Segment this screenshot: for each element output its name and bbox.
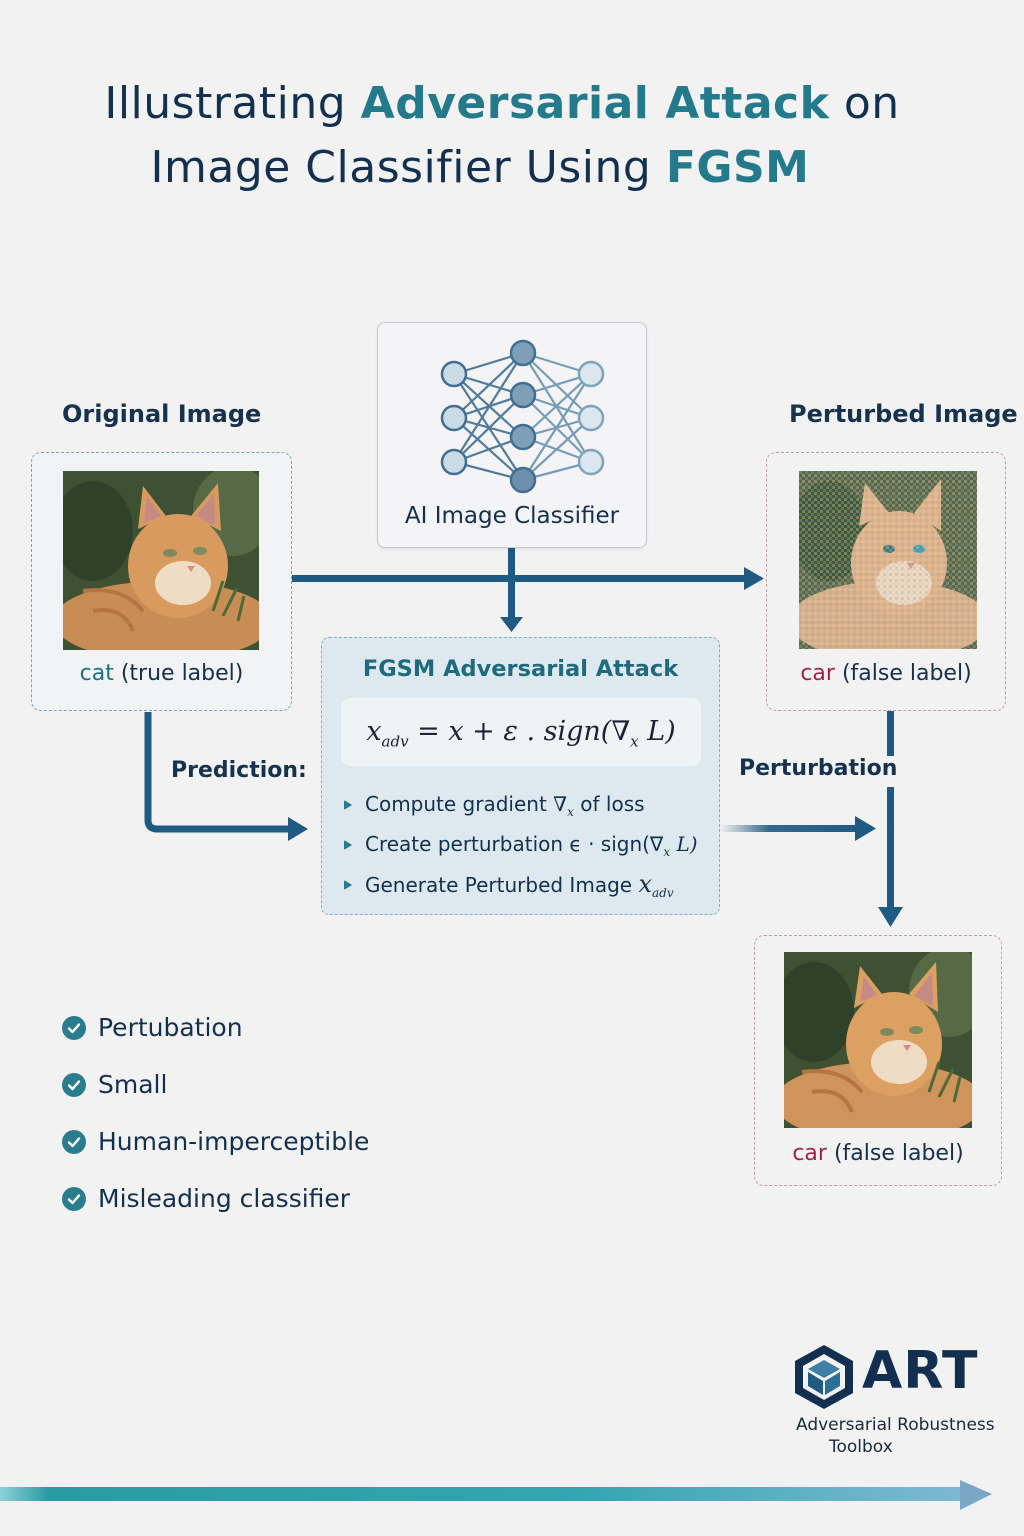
logo-subtitle: Toolbox xyxy=(829,1437,893,1457)
fgsm-steps-list: Compute gradient ∇x of loss Create pertu… xyxy=(342,788,698,908)
perturbed-image-panel: car (false label) xyxy=(766,452,1006,711)
checklist-text: Pertubation xyxy=(98,1013,243,1042)
arrow-perturbation xyxy=(720,816,876,841)
original-cat-image xyxy=(63,471,259,650)
formula-lhs-sub: adv xyxy=(381,732,409,751)
step-text: Generate Perturbed Image xyxy=(365,873,639,897)
step-tail: of loss xyxy=(573,792,645,816)
hexagon-cube-icon xyxy=(795,1345,853,1409)
checklist-text: Human-imperceptible xyxy=(98,1127,370,1156)
arrow-perturbed-to-result xyxy=(878,710,903,927)
fgsm-formula: xadv = x + ε . sign(∇x L) xyxy=(341,698,701,766)
neural-network-icon xyxy=(440,339,605,494)
fgsm-attack-box: FGSM Adversarial Attack xadv = x + ε . s… xyxy=(321,637,720,915)
result-label: car (false label) xyxy=(755,1141,1001,1166)
perturbed-cat-image xyxy=(799,471,977,649)
step-math: ∇ xyxy=(553,792,568,816)
false-class: car xyxy=(792,1141,827,1166)
label-suffix: (true label) xyxy=(113,661,244,686)
logo-name: ART xyxy=(862,1341,979,1401)
result-image-panel: car (false label) xyxy=(754,935,1002,1186)
title-text: on xyxy=(829,78,900,129)
perturbed-image-heading: Perturbed Image xyxy=(789,400,1018,428)
arrow-original-to-perturbed xyxy=(270,567,764,590)
prediction-label: Prediction: xyxy=(171,758,307,783)
formula-rhs-end: L) xyxy=(638,716,676,747)
title-text: Image Classifier Using xyxy=(150,142,666,193)
arrow-classifier-to-fgsm xyxy=(500,546,523,632)
fgsm-step: Generate Perturbed Image xadv xyxy=(342,868,698,908)
logo-subtitle: Adversarial Robustness xyxy=(796,1415,995,1435)
title-text: Illustrating xyxy=(104,78,361,129)
formula-rhs: = x + ε . sign(∇ xyxy=(408,716,631,747)
bullet-icon xyxy=(344,800,352,810)
title-highlight: FGSM xyxy=(665,142,810,193)
step-sub: x xyxy=(567,805,574,819)
result-cat-image xyxy=(784,952,972,1128)
step-text: Create perturbation xyxy=(365,832,570,856)
fgsm-title: FGSM Adversarial Attack xyxy=(362,656,679,682)
original-label: cat (true label) xyxy=(32,661,291,686)
original-image-heading: Original Image xyxy=(62,400,262,428)
fgsm-step: Create perturbation ϵ · sign(∇x L) xyxy=(342,828,698,868)
ai-classifier-box: AI Image Classifier xyxy=(377,322,647,548)
step-text: Compute gradient xyxy=(365,792,554,816)
step-tail: L) xyxy=(670,832,698,856)
check-circle-icon xyxy=(62,1073,86,1097)
title-highlight: Adversarial Attack xyxy=(360,78,830,129)
art-logo: ART Adversarial Robustness Toolbox xyxy=(792,1341,995,1463)
checklist-text: Misleading classifier xyxy=(98,1184,351,1213)
page-title-line1: Illustrating Adversarial Attack on xyxy=(0,78,1014,129)
classifier-label: AI Image Classifier xyxy=(404,503,620,529)
bullet-icon xyxy=(344,880,352,890)
step-math: ϵ · sign(∇ xyxy=(569,832,664,856)
check-circle-icon xyxy=(62,1187,86,1211)
label-suffix: (false label) xyxy=(834,661,972,686)
page-title-line2: Image Classifier Using FGSM xyxy=(0,142,992,193)
true-class: cat xyxy=(79,661,114,686)
step-math: x xyxy=(638,870,652,898)
bottom-progress-arrow xyxy=(0,1480,992,1510)
step-sub: x xyxy=(663,845,671,859)
step-sub: adv xyxy=(651,886,674,900)
bullet-icon xyxy=(344,840,352,850)
original-image-panel: cat (true label) xyxy=(31,452,292,711)
false-class: car xyxy=(800,661,835,686)
check-circle-icon xyxy=(62,1130,86,1154)
formula-grad-sub: x xyxy=(630,732,639,751)
perturbation-label: Perturbation xyxy=(739,756,900,781)
checklist-text: Small xyxy=(98,1070,168,1099)
check-circle-icon xyxy=(62,1016,86,1040)
fgsm-step: Compute gradient ∇x of loss xyxy=(342,788,698,828)
label-suffix: (false label) xyxy=(826,1141,964,1166)
perturbed-label: car (false label) xyxy=(767,661,1005,686)
formula-lhs: x xyxy=(366,716,382,747)
